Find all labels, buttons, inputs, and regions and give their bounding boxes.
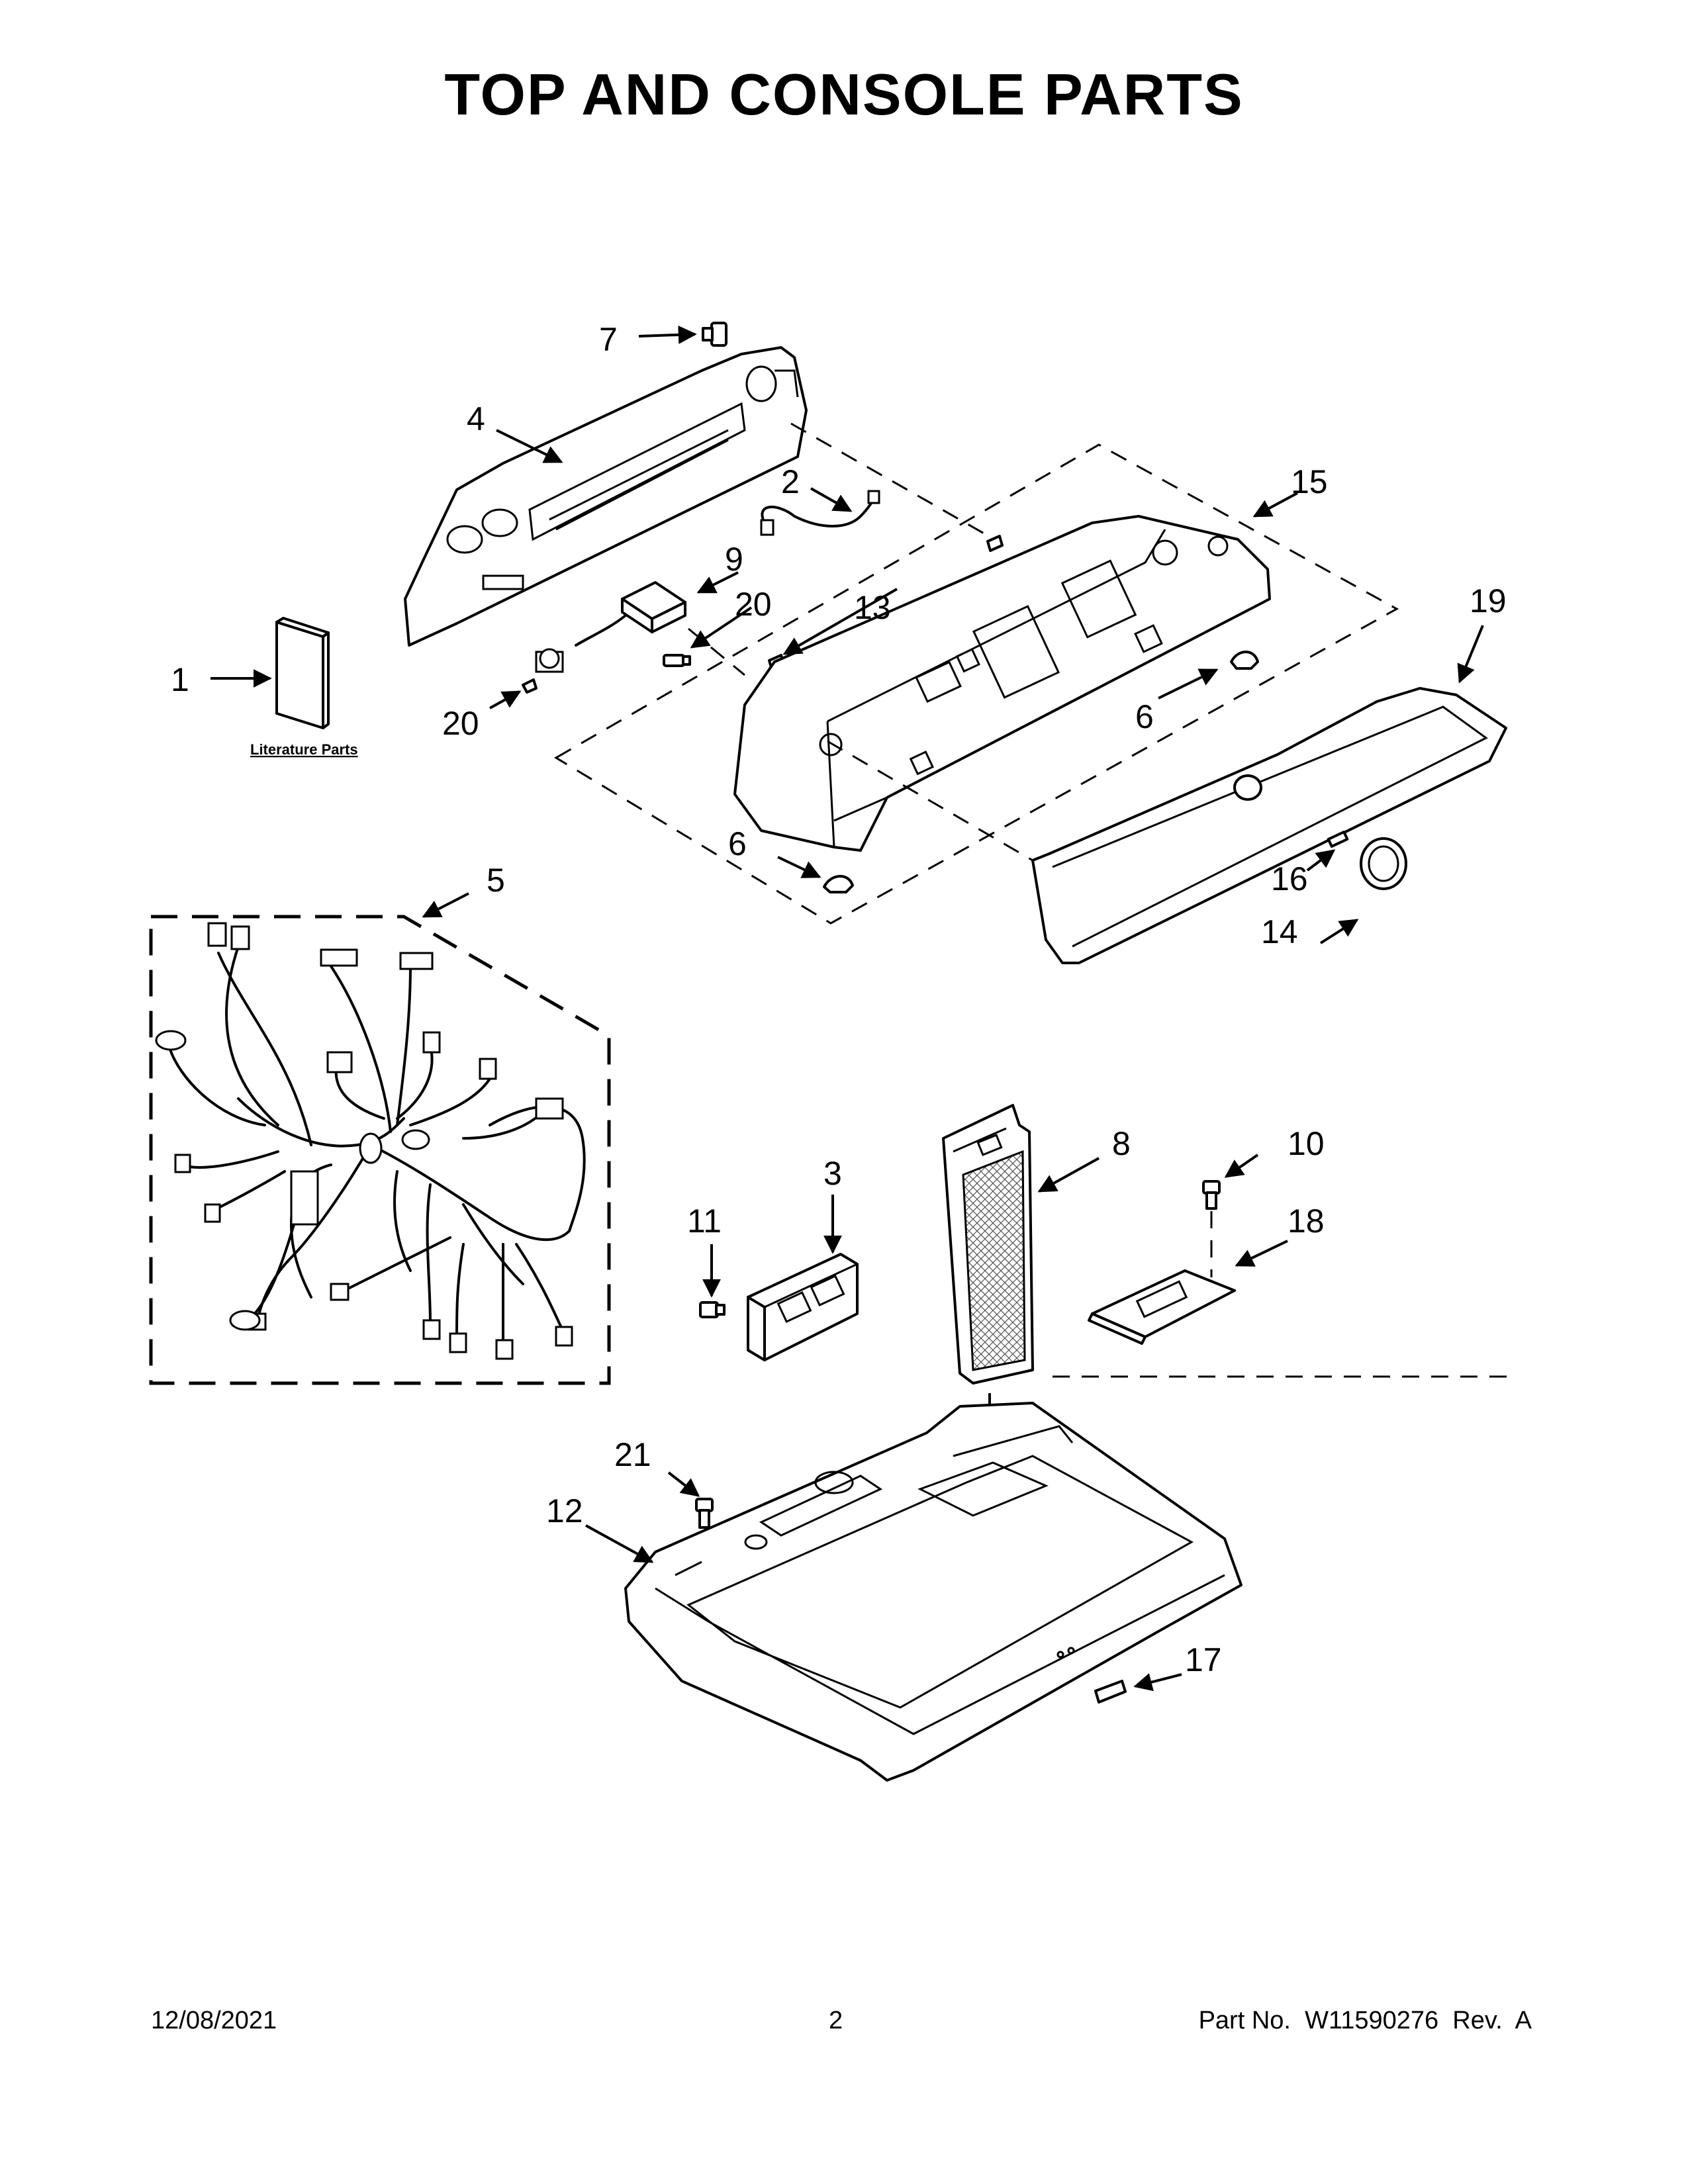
callout-leaders [211,325,1484,1692]
footer-part-number: Part No. W11590276 Rev. A [1198,2007,1532,2034]
knob-part-14 [1360,837,1407,890]
callout-20-upper: 20 [735,586,772,623]
control-board [747,1253,859,1361]
page-title: TOP AND CONSOLE PARTS [444,62,1244,127]
callout-6-upper: 6 [1135,698,1154,735]
console-body [733,515,1271,852]
badge-part-17 [1056,1647,1127,1704]
callout-20-lower: 20 [442,705,479,742]
callout-6-lower: 6 [728,825,747,862]
lint-screen [942,1104,1034,1456]
callout-11: 11 [687,1203,722,1240]
screw-part-10 [1202,1180,1221,1277]
top-panel [624,1402,1243,1782]
literature-parts-label: Literature Parts [250,741,358,758]
lint-duct-cover [1088,1269,1236,1345]
callout-4: 4 [467,400,485,437]
literature-parts-booklet: Literature Parts [250,617,358,758]
callout-9: 9 [725,541,743,578]
callout-5: 5 [487,862,505,899]
callout-3: 3 [823,1155,842,1192]
footer-page-number: 2 [829,2007,843,2034]
wire-jumper-part-2 [760,490,880,536]
callout-14: 14 [1261,913,1298,950]
callout-8: 8 [1112,1125,1131,1162]
wire-harness [149,915,611,1385]
clip-part-13-upper [986,535,1004,552]
clip-part-20-lower [522,678,538,694]
callout-15: 15 [1291,463,1328,500]
console-rear-panel [404,346,808,647]
screw-part-21 [695,1498,714,1529]
callout-2: 2 [781,463,800,500]
control-switch-part-9 [535,581,686,673]
screw-part-7 [702,322,727,347]
screw-part-11 [699,1301,726,1318]
callout-19: 19 [1470,582,1507,619]
clip-part-6-upper [1230,651,1259,670]
callout-12: 12 [546,1492,583,1529]
footer-date: 12/08/2021 [151,2007,277,2034]
clip-part-6-lower [823,875,854,893]
screw-part-20-upper [663,654,691,667]
callout-16: 16 [1271,860,1308,897]
callout-1: 1 [171,661,189,698]
knob-mount [1233,774,1262,801]
callout-17: 17 [1185,1641,1222,1678]
callout-18: 18 [1288,1203,1325,1240]
callout-10: 10 [1288,1125,1325,1162]
clip-part-16 [1327,831,1349,848]
callout-13: 13 [854,589,891,626]
callout-21: 21 [614,1436,651,1473]
callout-7: 7 [599,321,618,358]
